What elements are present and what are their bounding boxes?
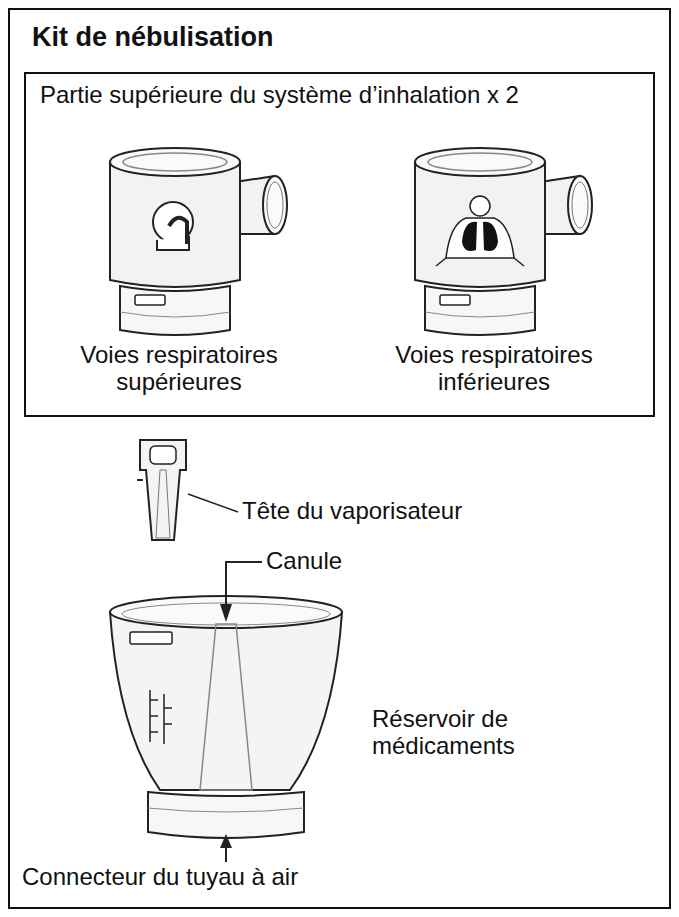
kit-title: Kit de nébulisation: [32, 22, 632, 52]
part-caption: Voies respiratoires inférieures: [344, 342, 644, 396]
upper-airway-part: [110, 148, 287, 335]
head-icon: [153, 202, 193, 250]
part-name: Tête du vaporisateur: [242, 498, 642, 525]
connector-arrow: [220, 834, 232, 862]
leader-line: [188, 494, 238, 512]
box-heading: Partie supérieure du système d’inhalatio…: [40, 82, 560, 109]
part-name: Réservoir de médicaments: [372, 706, 632, 760]
part-name: Canule: [266, 548, 466, 575]
part-caption: Voies respiratoires supérieures: [34, 342, 324, 396]
spray-head: [137, 440, 186, 540]
medicine-reservoir: [110, 596, 342, 838]
lower-airway-part: [415, 148, 592, 335]
part-name: Connecteur du tuyau à air: [22, 864, 642, 891]
lungs-icon: [436, 196, 524, 266]
canule-arrow: [220, 562, 262, 622]
kit-frame: Kit de nébulisationPartie supérieure du …: [8, 8, 671, 909]
upper-part-box: Partie supérieure du système d’inhalatio…: [24, 72, 655, 417]
